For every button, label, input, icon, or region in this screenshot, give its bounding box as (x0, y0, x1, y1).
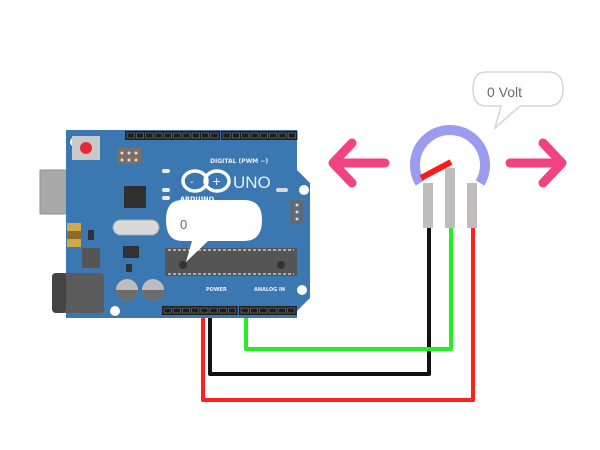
smd-part (88, 230, 94, 240)
header-pin[interactable] (240, 307, 249, 314)
crystal (112, 219, 160, 236)
capacitor (116, 279, 138, 301)
header-pin[interactable] (191, 132, 200, 139)
wires (201, 228, 475, 402)
header-pin[interactable] (249, 307, 259, 314)
atmega-chip (165, 248, 297, 276)
header-pin[interactable] (287, 132, 296, 139)
header-pin[interactable] (173, 132, 182, 139)
header-pin[interactable] (231, 132, 241, 139)
potentiometer[interactable]: 0 Volt (328, 71, 567, 228)
arrow-right-icon (505, 138, 567, 188)
arduino-logo-text: ARDUINO (180, 195, 215, 203)
analog-label: ANALOG IN (254, 287, 285, 293)
header-pin[interactable] (222, 132, 231, 139)
minus-icon: - (190, 177, 194, 188)
rotate-left-button[interactable] (328, 138, 390, 188)
pot-pin-wiper (445, 168, 455, 228)
header-pin[interactable] (277, 307, 286, 314)
led-tx (162, 188, 170, 192)
smd-part (126, 264, 132, 272)
digital-header (125, 131, 298, 140)
led-rx (162, 196, 170, 200)
wire-signal[interactable] (244, 228, 453, 351)
capacitor (142, 279, 164, 301)
tantalum-cap-band (67, 231, 81, 239)
icsp-header-left (117, 148, 141, 164)
usb-chip (124, 186, 146, 208)
mount-hole (297, 285, 307, 295)
header-body (239, 306, 297, 315)
mount-hole (299, 185, 309, 195)
header-pin[interactable] (126, 132, 135, 139)
rotate-right-button[interactable] (505, 138, 567, 188)
arduino-logo: - + ARDUINO (180, 169, 231, 203)
led-on (276, 188, 288, 192)
arduino-board[interactable]: DIGITAL (PWM ~) POWER ANALOG IN (39, 130, 310, 318)
header-pin[interactable] (172, 307, 181, 314)
header-pin[interactable] (182, 132, 191, 139)
board-value-bubble: 0 (166, 200, 262, 262)
header-pin[interactable] (145, 132, 154, 139)
power-header (162, 306, 238, 315)
analog-header (239, 306, 297, 315)
board-value-text: 0 (180, 217, 187, 232)
plus-icon: + (212, 175, 221, 188)
header-pin[interactable] (191, 307, 200, 314)
wire-gnd[interactable] (208, 228, 431, 376)
potentiometer-wiper[interactable] (419, 159, 453, 181)
header-pin[interactable] (269, 132, 278, 139)
smd-chip (123, 246, 139, 258)
header-body (221, 131, 298, 140)
header-body (162, 306, 238, 315)
header-pin[interactable] (200, 307, 209, 314)
header-body (125, 131, 220, 140)
header-pin[interactable] (210, 132, 219, 139)
potentiometer-ring (410, 124, 490, 186)
header-pin[interactable] (241, 132, 250, 139)
pot-pin-left (423, 183, 433, 228)
power-label: POWER (206, 287, 227, 293)
power-jack-edge (52, 273, 66, 313)
pot-pin-right (467, 183, 477, 228)
header-pin[interactable] (218, 307, 227, 314)
header-pin[interactable] (278, 132, 287, 139)
header-pin[interactable] (287, 307, 296, 314)
header-pin[interactable] (209, 307, 218, 314)
header-pin[interactable] (259, 307, 268, 314)
header-pin[interactable] (259, 132, 268, 139)
digital-label: DIGITAL (PWM ~) (210, 158, 268, 165)
voltage-label: 0 Volt (487, 84, 522, 100)
header-pin[interactable] (154, 132, 163, 139)
icsp-header-right (290, 200, 304, 224)
header-pin[interactable] (135, 132, 145, 139)
header-pin[interactable] (163, 132, 172, 139)
led-l (162, 169, 170, 173)
header-pin[interactable] (181, 307, 190, 314)
header-pin[interactable] (227, 307, 236, 314)
header-pin[interactable] (268, 307, 277, 314)
mount-hole (110, 306, 120, 316)
header-pin[interactable] (250, 132, 259, 139)
arrow-left-icon (328, 138, 390, 188)
header-pin[interactable] (163, 307, 172, 314)
voltage-bubble: 0 Volt (472, 71, 564, 131)
regulator (82, 248, 100, 268)
uno-label: UNO (233, 173, 271, 192)
reset-button[interactable] (80, 142, 92, 154)
header-pin[interactable] (200, 132, 210, 139)
wire-5v[interactable] (201, 228, 475, 402)
